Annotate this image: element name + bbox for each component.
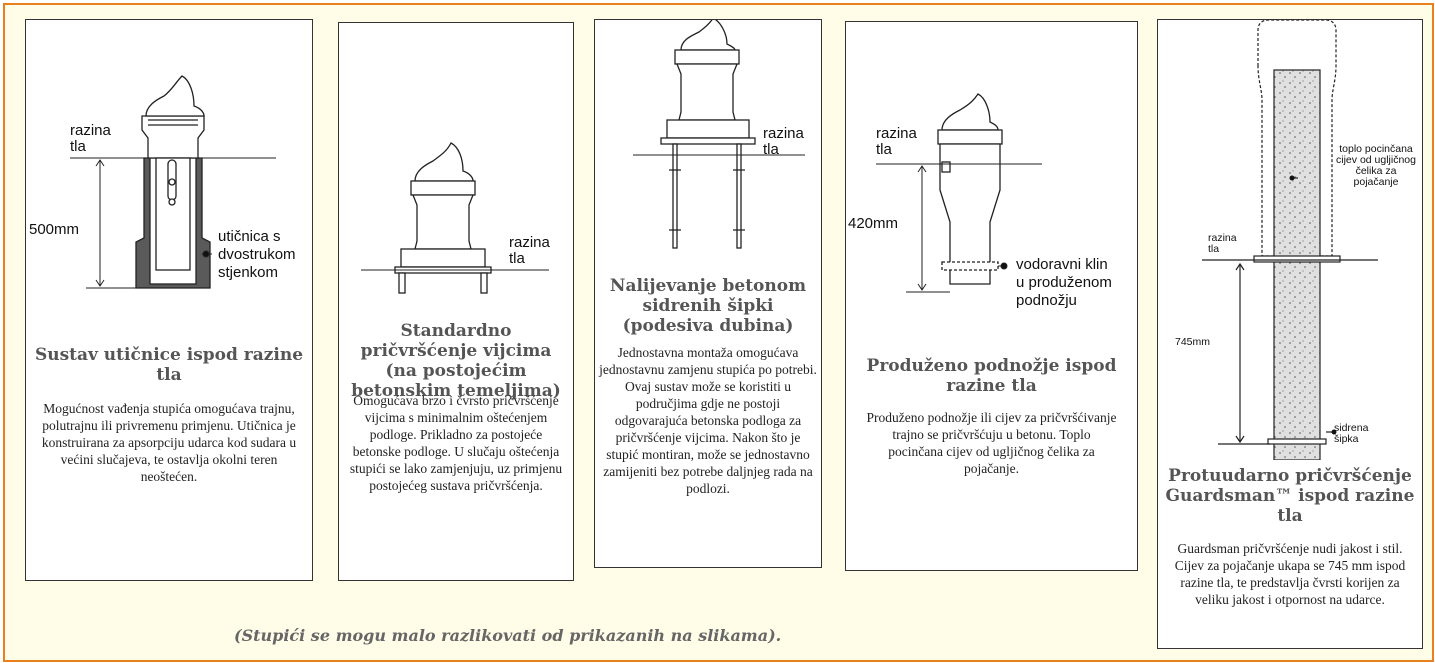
ground-level-label: razina tla (876, 125, 917, 158)
ground-level-label: razina tla (509, 234, 550, 267)
panel-description: Jednostavna montaža omogućava jednostavn… (599, 345, 817, 496)
guardsman-diagram (1202, 20, 1378, 460)
ground-level-label: razina tla (763, 125, 804, 158)
panel-bolt-down: razina tla Standardno pričvršćenje vijci… (338, 22, 574, 581)
depth-label: 420mm (848, 215, 899, 232)
panel-title: Nalijevanje betonom sidrenih šipki (pode… (609, 276, 807, 336)
pin-label: vodoravni klin u produženom podnožju (1016, 256, 1112, 309)
panel-title: Standardno pričvršćenje vijcima (na post… (351, 321, 561, 401)
ground-level-label: razina tla (1208, 232, 1237, 255)
panel-socket-system: razina tla 500mm utičnica s dvostrukom s… (25, 19, 313, 581)
panel-description: Produženo podnožje ili cijev za pričvršć… (866, 410, 1117, 476)
panel-extended-base: razina tla 420mm vodoravni klin u produž… (845, 21, 1138, 571)
panel-description: Omogućava brzo i čvrsto pričvršćenje vij… (349, 393, 563, 493)
disclaimer-note: (Stupići se mogu malo razlikovati od pri… (234, 626, 782, 645)
depth-label: 500mm (29, 221, 80, 238)
socket-label: utičnica s dvostrukom stjenkom (218, 228, 296, 281)
panel-description: Mogućnost vađenja stupića omogućava traj… (41, 401, 297, 484)
bolt-diagram (361, 142, 549, 294)
depth-label: 745mm (1175, 336, 1211, 348)
anchor-diagram (633, 20, 805, 249)
panel-title: Protuudarno pričvršćenje Guardsman™ ispo… (1165, 466, 1415, 526)
tube-label: toplo pocinčana cijev od ugljičnog čelik… (1336, 143, 1416, 188)
panel-guardsman: toplo pocinčana cijev od ugljičnog čelik… (1157, 19, 1423, 649)
ground-level-label: razina tla (70, 122, 111, 155)
panel-anchor-bars: razina tla Nalijevanje betonom sidrenih … (594, 19, 822, 568)
anchor-bar-label: sidrena šipka (1334, 422, 1369, 445)
extended-diagram (876, 93, 1042, 293)
socket-diagram (70, 75, 276, 289)
panel-title: Sustav utičnice ispod razine tla (34, 345, 304, 385)
panel-title: Produženo podnožje ispod razine tla (866, 356, 1117, 396)
panel-description: Guardsman pričvršćenje nudi jakost i sti… (1174, 541, 1406, 607)
